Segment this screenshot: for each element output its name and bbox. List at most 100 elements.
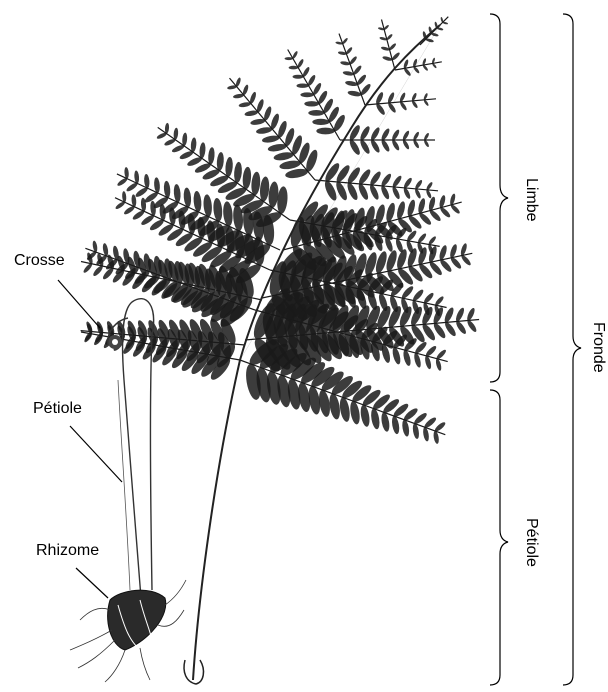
pinnule [357, 183, 370, 201]
pinnule [316, 128, 334, 135]
fronde-label: Fronde [589, 322, 607, 373]
pinnule [348, 138, 362, 156]
pinnule [308, 110, 324, 116]
pinnule [403, 67, 412, 76]
pinnule [359, 404, 371, 427]
pinnule [414, 179, 423, 190]
pinnule [402, 130, 411, 141]
pinnule [225, 157, 234, 177]
pinnule [173, 184, 181, 203]
pinnule [375, 103, 386, 116]
pinnule [154, 177, 161, 193]
pinnule [259, 176, 270, 202]
pinnule [443, 321, 457, 338]
petiole-right-label: Pétiole [522, 518, 540, 567]
pinnule [423, 416, 437, 429]
pinnule [380, 127, 391, 141]
pinnule [391, 51, 401, 61]
pinnule [348, 124, 362, 142]
pinnule [171, 144, 185, 154]
pinnule [312, 82, 323, 96]
pinnule [412, 288, 425, 302]
pinnule [123, 205, 136, 216]
pinnule [273, 151, 294, 162]
pinnule [399, 101, 408, 111]
frond-vein [288, 50, 340, 141]
pinnule [387, 102, 397, 114]
pinnule [368, 184, 380, 201]
pinnule [434, 295, 445, 306]
pinnule [359, 139, 372, 155]
pinnule [289, 66, 299, 70]
pinnule [92, 264, 104, 277]
pinnule [345, 181, 359, 201]
pinnule [443, 306, 455, 323]
pinnule [359, 125, 372, 141]
pinnule [391, 139, 401, 151]
pinnule [413, 66, 421, 74]
pinnule [422, 64, 429, 71]
pinnule [417, 232, 428, 244]
pinnule [428, 209, 442, 223]
pinnule [414, 340, 428, 354]
pinnule [380, 139, 391, 153]
rhizome-leader [76, 568, 108, 598]
petiole-brace [490, 390, 508, 685]
pinnule [369, 170, 383, 186]
pinnule [285, 167, 309, 179]
pinnule [352, 65, 362, 76]
pinnule [369, 126, 381, 141]
young-petiole-inner [118, 380, 130, 590]
rhizome-illustration [70, 580, 186, 682]
pinnule [460, 254, 472, 267]
pinnule [369, 139, 381, 154]
pinnule [285, 57, 293, 60]
pinnule [425, 345, 438, 358]
pinnule [312, 119, 329, 125]
pinnule [233, 162, 242, 184]
petiole-left-label: Pétiole [33, 400, 82, 418]
pinnule [304, 101, 319, 106]
pinnule [222, 201, 233, 227]
pinnule [423, 292, 435, 305]
pinnule [338, 397, 351, 423]
pinnule [242, 166, 252, 189]
pinnule [208, 147, 216, 165]
limbe-brace [490, 14, 508, 382]
pinnule [300, 92, 313, 97]
pinnule [450, 203, 461, 214]
pinnule [435, 348, 447, 360]
pinnule [173, 128, 178, 140]
pinnule [391, 175, 403, 189]
pinnule [267, 143, 287, 153]
pinnule [293, 75, 304, 79]
pinnule [134, 186, 149, 198]
pinnule [449, 256, 462, 270]
pinnule [466, 319, 478, 333]
crosse-label: Crosse [14, 252, 65, 270]
pinnule [116, 177, 128, 187]
pinnule [292, 51, 299, 60]
pinnule [434, 421, 447, 433]
pinnule [114, 201, 125, 211]
pinnule [455, 320, 468, 335]
crosse-leader [58, 280, 100, 328]
pinnule [386, 33, 393, 40]
pinnule [183, 187, 192, 207]
pinnule [279, 159, 302, 170]
pinnule [439, 206, 452, 219]
pinnule [391, 129, 401, 141]
pinnule [199, 142, 206, 158]
pinnule [454, 307, 465, 323]
pinnule [125, 181, 138, 192]
pinnule [388, 42, 396, 50]
pinnule [203, 194, 213, 217]
pinnule [380, 172, 393, 187]
pinnule [428, 235, 438, 245]
fronde-brace [563, 14, 581, 685]
limbe-label: Limbe [522, 178, 540, 222]
pinnule [82, 262, 93, 274]
pinnule [402, 139, 411, 150]
